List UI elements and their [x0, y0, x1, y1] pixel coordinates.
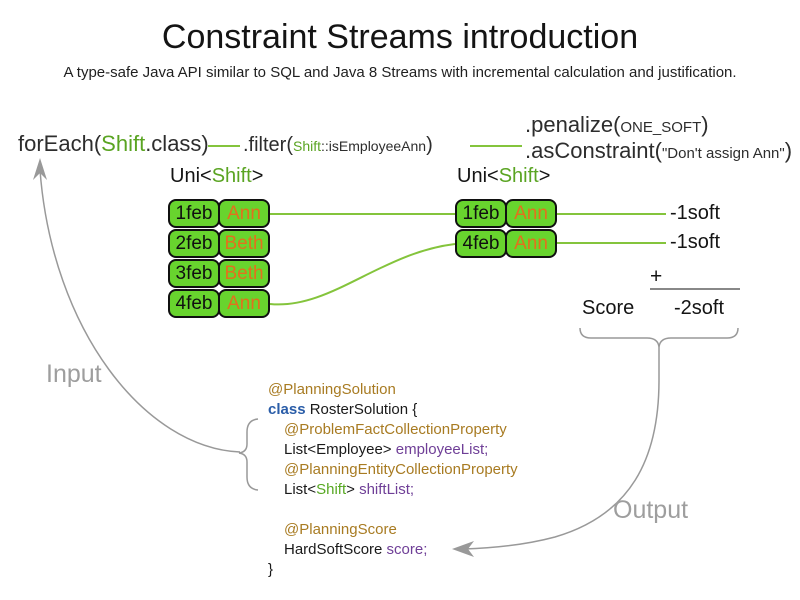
foreach-pre: forEach(	[18, 131, 102, 156]
code-token: List<Employee>	[284, 441, 396, 458]
shift-row: 3feb Beth	[168, 259, 270, 288]
foreach-post: .class)	[145, 131, 209, 156]
keyword-token: class	[268, 401, 306, 418]
right-stream-type-label: Uni<Shift>	[457, 165, 550, 188]
penalize-call: .penalize(ONE_SOFT)	[525, 112, 709, 138]
filter-arg-class: Shift	[293, 138, 322, 154]
output-brace	[579, 327, 739, 348]
page-subtitle: A type-safe Java API similar to SQL and …	[63, 64, 737, 81]
type-label-pre: Uni<	[457, 165, 499, 187]
code-line: @PlanningSolution	[268, 380, 518, 400]
shift-row: 1feb Ann	[455, 199, 557, 228]
type-label-class: Shift	[211, 165, 252, 187]
code-token: RosterSolution {	[305, 401, 418, 418]
shift-date-cell: 1feb	[455, 199, 507, 228]
score-total: -2soft	[674, 297, 725, 319]
field-token: score;	[386, 541, 428, 558]
asconstraint-arg: "Don't assign Ann"	[661, 145, 785, 162]
filter-pre: .filter(	[243, 134, 293, 156]
score-label: Score	[582, 297, 635, 319]
code-blank-line	[268, 500, 518, 520]
code-line: class RosterSolution {	[268, 400, 518, 420]
input-arrowhead-icon	[33, 158, 47, 180]
connector-4feb	[269, 243, 456, 306]
code-line: List<Shift> shiftList;	[268, 480, 518, 500]
asconstraint-post: )	[784, 138, 793, 163]
shift-row: 2feb Beth	[168, 229, 270, 258]
penalize-pre: .penalize(	[525, 112, 621, 137]
plus-sign: +	[650, 265, 663, 288]
foreach-call: forEach(Shift.class)	[18, 131, 209, 157]
type-label-class: Shift	[498, 165, 539, 187]
code-line: HardSoftScore score;	[268, 540, 518, 560]
code-line: }	[268, 560, 518, 580]
shift-row: 1feb Ann	[168, 199, 270, 228]
penalize-post: )	[701, 112, 709, 137]
shift-row: 4feb Ann	[168, 289, 270, 318]
shift-date-cell: 2feb	[168, 229, 220, 258]
shift-row: 4feb Ann	[455, 229, 557, 258]
shift-employee-cell: Ann	[505, 229, 557, 258]
filter-arg-rest: ::isEmployeeAnn	[321, 138, 427, 154]
code-token: List<	[284, 481, 317, 498]
shift-employee-cell: Ann	[218, 289, 270, 318]
page-title: Constraint Streams introduction	[161, 18, 639, 56]
field-token: shiftList;	[359, 481, 415, 498]
asconstraint-pre: .asConstraint(	[525, 138, 662, 163]
shift-employee-cell: Beth	[218, 229, 270, 258]
asconstraint-call: .asConstraint("Don't assign Ann")	[525, 138, 792, 164]
foreach-class: Shift	[101, 131, 146, 156]
type-token: Shift	[316, 481, 347, 498]
type-label-post: >	[538, 165, 551, 187]
filter-post: )	[426, 134, 433, 156]
type-label-post: >	[251, 165, 264, 187]
annotation-token: @PlanningScore	[284, 521, 397, 538]
right-shift-table: 1feb Ann 4feb Ann	[455, 199, 557, 259]
input-label: Input	[46, 360, 102, 388]
penalize-arg: ONE_SOFT	[620, 119, 702, 136]
shift-employee-cell: Beth	[218, 259, 270, 288]
code-block: @PlanningSolution class RosterSolution {…	[268, 380, 518, 580]
filter-call: .filter(Shift::isEmployeeAnn)	[243, 134, 433, 157]
annotation-token: @PlanningEntityCollectionProperty	[284, 461, 518, 478]
shift-date-cell: 4feb	[455, 229, 507, 258]
output-label: Output	[613, 496, 689, 524]
annotation-token: @PlanningSolution	[268, 381, 396, 398]
left-stream-type-label: Uni<Shift>	[170, 165, 263, 188]
code-token: HardSoftScore	[284, 541, 387, 558]
penalty-value: -1soft	[670, 202, 721, 224]
code-line: @PlanningEntityCollectionProperty	[268, 460, 518, 480]
code-token: >	[346, 481, 360, 498]
field-token: employeeList;	[395, 441, 489, 458]
shift-employee-cell: Ann	[218, 199, 270, 228]
shift-employee-cell: Ann	[505, 199, 557, 228]
code-line: @PlanningScore	[268, 520, 518, 540]
shift-date-cell: 1feb	[168, 199, 220, 228]
shift-date-cell: 3feb	[168, 259, 220, 288]
code-line: @ProblemFactCollectionProperty	[268, 420, 518, 440]
left-shift-table: 1feb Ann 2feb Beth 3feb Beth 4feb Ann	[168, 199, 270, 319]
penalty-value: -1soft	[670, 231, 721, 253]
shift-date-cell: 4feb	[168, 289, 220, 318]
type-label-pre: Uni<	[170, 165, 212, 187]
code-line: List<Employee> employeeList;	[268, 440, 518, 460]
code-token: }	[268, 561, 274, 578]
annotation-token: @ProblemFactCollectionProperty	[284, 421, 507, 438]
input-brace	[238, 418, 259, 491]
